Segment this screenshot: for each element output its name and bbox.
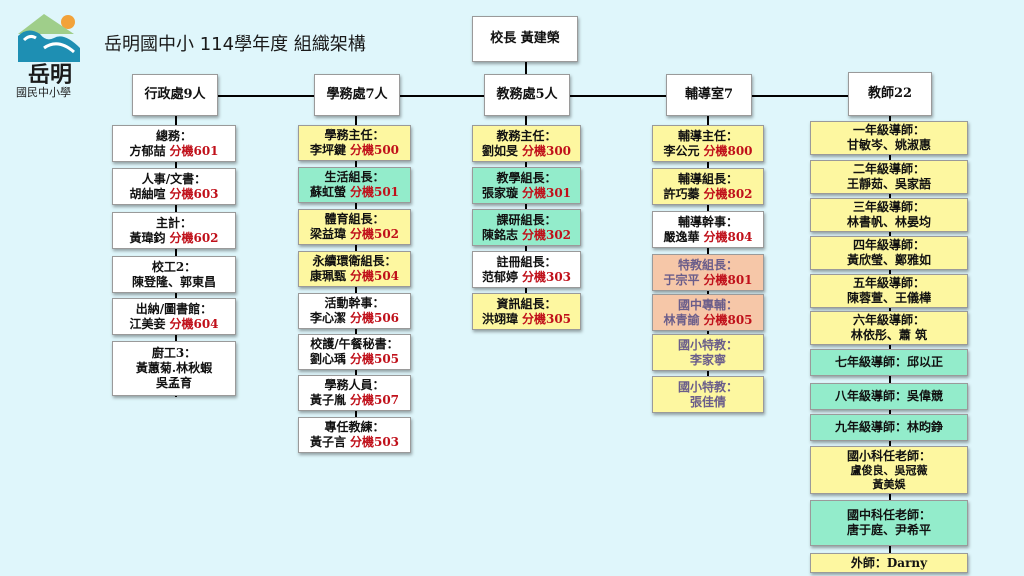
extension-number: 分機800 [703, 143, 753, 158]
staff-card[interactable]: 活動幹事： 李心潔分機506 [298, 293, 411, 329]
teacher-card[interactable]: 一年級導師： 甘敏岑、姚淑惠 [810, 121, 968, 155]
extension-number: 分機801 [703, 272, 753, 287]
teacher-card[interactable]: 國小科任老師： 盧俊良、吳冠薇 黃美娛 [810, 446, 968, 494]
extension-number: 分機500 [349, 143, 400, 157]
extension-number: 分機503 [349, 435, 400, 449]
staff-card[interactable]: 資訊組長： 洪翊瑋分機305 [472, 293, 581, 330]
staff-card[interactable]: 體育組長： 梁益瑋分機502 [298, 209, 411, 245]
teacher-card[interactable]: 二年級導師： 王靜茹、吳家語 [810, 160, 968, 194]
extension-number: 分機603 [169, 186, 219, 201]
staff-card[interactable]: 特教組長： 于宗平分機801 [652, 254, 764, 291]
extension-number: 分機601 [169, 143, 219, 158]
staff-card[interactable]: 校護/午餐秘書： 劉心瑀分機505 [298, 334, 411, 370]
extension-number: 分機505 [349, 352, 400, 366]
extension-number: 分機301 [521, 185, 572, 200]
staff-card[interactable]: 輔導組長： 許巧蓁分機802 [652, 168, 764, 205]
extension-number: 分機300 [521, 143, 572, 158]
staff-card[interactable]: 輔導幹事： 嚴逸華分機804 [652, 211, 764, 248]
extension-number: 分機507 [349, 393, 400, 407]
dept-admin[interactable]: 行政處9人 [132, 74, 218, 116]
logo-subtitle: 國民中小學 [16, 86, 71, 99]
mountain-logo-icon: 岳明 [18, 14, 80, 88]
extension-number: 分機604 [169, 316, 219, 331]
staff-card[interactable]: 生活組長： 蘇虹螢分機501 [298, 167, 411, 203]
extension-number: 分機303 [521, 269, 572, 284]
staff-card[interactable]: 總務： 方郁喆分機601 [112, 125, 236, 162]
extension-number: 分機805 [703, 312, 753, 327]
staff-card[interactable]: 專任教練： 黃子言分機503 [298, 417, 411, 453]
extension-number: 分機504 [349, 269, 400, 283]
staff-card[interactable]: 主計： 黃瑋鈞分機602 [112, 212, 236, 249]
staff-card[interactable]: 學務人員： 黃子胤分機507 [298, 375, 411, 411]
staff-card[interactable]: 輔導主任： 李公元分機800 [652, 125, 764, 162]
extension-number: 分機802 [703, 186, 753, 201]
teacher-card[interactable]: 五年級導師： 陳蓉萱、王儀樺 [810, 274, 968, 308]
staff-card[interactable]: 校工2： 陳登隆、郭東昌 [112, 256, 236, 293]
extension-number: 分機502 [349, 227, 400, 241]
staff-card[interactable]: 教學組長： 張家璇分機301 [472, 167, 581, 204]
school-logo: 岳明 [14, 8, 86, 100]
staff-card[interactable]: 國小特教： 張佳倩 [652, 376, 764, 413]
extension-number: 分機602 [169, 230, 219, 245]
teacher-card[interactable]: 七年級導師：邱以正 [810, 349, 968, 376]
svg-text:岳明: 岳明 [28, 63, 72, 84]
dept-academic-affairs[interactable]: 教務處5人 [484, 74, 570, 116]
staff-card[interactable]: 永續環衛組長： 康珮甄分機504 [298, 251, 411, 287]
dept-student-affairs[interactable]: 學務處7人 [314, 74, 400, 116]
teacher-card[interactable]: 九年級導師：林昀錚 [810, 414, 968, 441]
teacher-card[interactable]: 八年級導師：吳偉競 [810, 383, 968, 410]
staff-card[interactable]: 出納/圖書館： 江美妾分機604 [112, 298, 236, 335]
connector-principal [525, 62, 527, 76]
teacher-card[interactable]: 六年級導師： 林依彤、蕭 筑 [810, 311, 968, 345]
principal-label: 校長 黃建榮 [490, 30, 560, 46]
teacher-card[interactable]: 三年級導師： 林書帆、林晏均 [810, 198, 968, 232]
extension-number: 分機305 [521, 311, 572, 326]
staff-card[interactable]: 人事/文書： 胡紬喧分機603 [112, 168, 236, 205]
extension-number: 分機804 [703, 229, 753, 244]
staff-card[interactable]: 國中專輔： 林青諭分機805 [652, 294, 764, 331]
staff-card[interactable]: 註冊組長： 范郁婷分機303 [472, 251, 581, 288]
staff-card[interactable]: 教務主任： 劉如旻分機300 [472, 125, 581, 162]
page-title: 岳明國中小 114學年度 組織架構 [104, 34, 366, 55]
extension-number: 分機506 [349, 311, 400, 325]
extension-number: 分機302 [521, 227, 572, 242]
teacher-card[interactable]: 四年級導師： 黃欣瑩、鄭雅如 [810, 236, 968, 270]
teacher-card[interactable]: 外師：Darny [810, 553, 968, 573]
staff-card[interactable]: 廚工3： 黃蕙菊.林秋蝦 吳孟育 [112, 341, 236, 396]
dept-counseling[interactable]: 輔導室7 [666, 74, 752, 116]
staff-card[interactable]: 學務主任： 李坪鍵分機500 [298, 125, 411, 161]
staff-card[interactable]: 課研組長： 陳銘志分機302 [472, 209, 581, 246]
teacher-card[interactable]: 國中科任老師： 唐于庭、尹希平 [810, 500, 968, 546]
extension-number: 分機501 [349, 185, 400, 199]
principal-box[interactable]: 校長 黃建榮 [472, 16, 578, 62]
staff-card[interactable]: 國小特教： 李家寧 [652, 334, 764, 371]
dept-teachers[interactable]: 教師22 [848, 72, 932, 116]
